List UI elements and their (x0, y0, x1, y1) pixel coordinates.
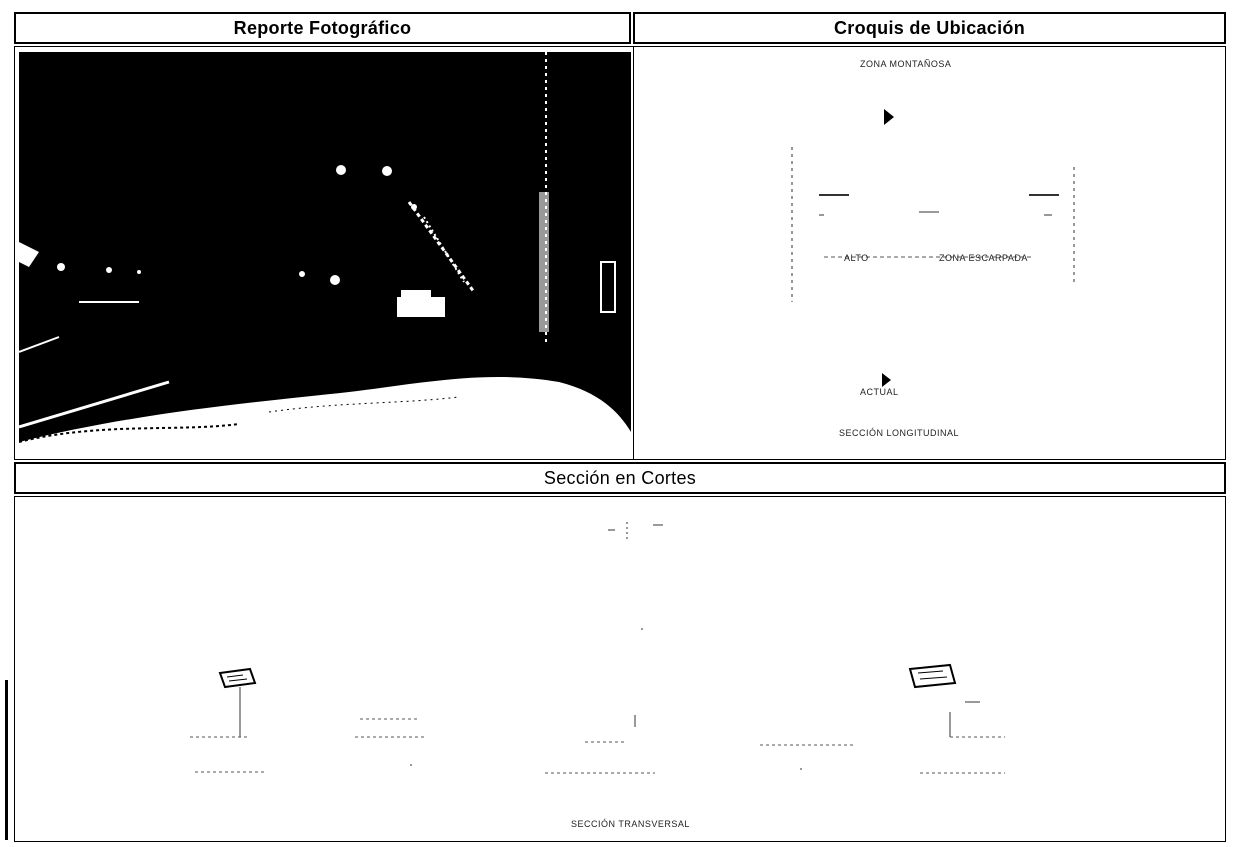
section-cuts-header: Sección en Cortes (14, 462, 1226, 494)
north-arrow-icon (884, 109, 894, 125)
cross-section-drawing (190, 522, 1005, 774)
scan-edge-mark (5, 680, 8, 840)
location-marker-icon (882, 373, 891, 387)
sketch-marker-label: ACTUAL (860, 387, 899, 397)
location-sketch-header: Croquis de Ubicación (633, 12, 1226, 44)
site-photo (19, 52, 631, 456)
location-sketch-drawing (791, 109, 1075, 387)
cross-section-bottom-label: SECCIÓN TRANSVERSAL (571, 819, 690, 829)
sketch-middle-left-label: ALTO (844, 253, 869, 263)
sketch-bottom-label: SECCIÓN LONGITUDINAL (839, 428, 960, 438)
sketch-middle-right-label: ZONA ESCARPADA (939, 253, 1028, 263)
section-cuts-title: Sección en Cortes (543, 467, 697, 488)
photo-report-header: Reporte Fotográfico (14, 12, 631, 44)
site-photo-image (19, 52, 631, 456)
sketch-top-label: ZONA MONTAÑOSA (860, 59, 952, 69)
location-sketch-title: Croquis de Ubicación (833, 17, 1026, 38)
sketch-panel: ZONA MONTAÑOSA ALTO ZONA ESCARPADA ACTUA… (633, 46, 1226, 460)
photo-report-title: Reporte Fotográfico (233, 17, 412, 38)
cross-section-panel: SECCIÓN TRANSVERSAL (14, 496, 1226, 842)
